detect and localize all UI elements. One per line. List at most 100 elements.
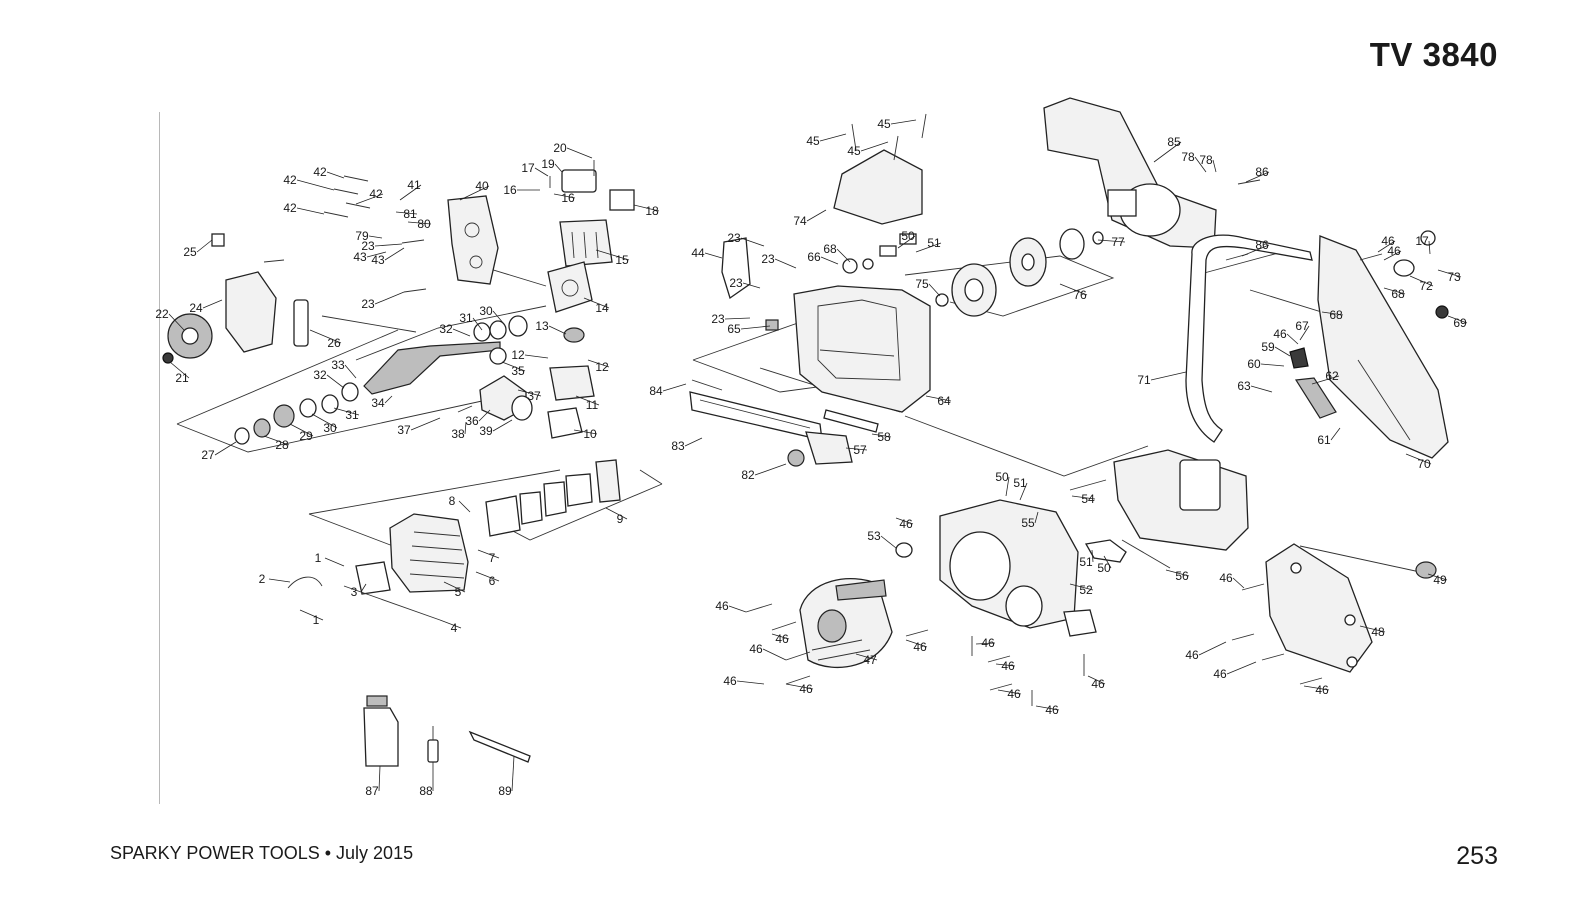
callout-label-c21: 21: [175, 371, 189, 385]
callout-label-c19: 19: [541, 157, 555, 171]
carburetor-group: [547, 169, 635, 439]
callout-leader-c37a: [517, 389, 542, 397]
callout-label-c37b: 37: [397, 423, 411, 437]
model-title: TV 3840: [1369, 36, 1498, 73]
callout-leader-c46k: [762, 648, 787, 661]
callout-label-c7: 7: [489, 551, 496, 565]
callout-leader-c83: [684, 437, 703, 447]
callout-leader-c8: [458, 500, 471, 513]
callout-leader-c46h: [1303, 685, 1330, 691]
callout-label-c12b: 12: [595, 360, 609, 374]
callout-leader-c46m: [785, 683, 814, 690]
callout-leader-c81: [395, 211, 418, 215]
callout-label-c38: 38: [451, 427, 465, 441]
callout-label-c10: 10: [583, 427, 597, 441]
screws-upper-left: [263, 160, 595, 293]
callout-leader-c48: [1359, 625, 1386, 633]
callout-label-c65: 65: [727, 322, 741, 336]
callout-leader-c42b: [296, 179, 335, 191]
callout-label-c2: 2: [259, 572, 266, 586]
callout-label-c53: 53: [867, 529, 881, 543]
callout-leader-c46p: [995, 663, 1016, 667]
callout-label-c44: 44: [691, 246, 705, 260]
callout-label-c36: 36: [465, 414, 479, 428]
callout-label-c1b: 1: [313, 613, 320, 627]
callout-label-c84: 84: [649, 384, 663, 398]
callout-label-c82: 82: [741, 468, 755, 482]
callout-leader-c7: [477, 549, 500, 559]
clutch-sprocket-group: [935, 228, 1104, 317]
callout-label-c14: 14: [595, 301, 609, 315]
callout-label-c46n: 46: [913, 640, 927, 654]
callout-label-c11: 11: [586, 398, 599, 412]
callout-leader-c6: [475, 571, 500, 582]
callout-label-c75: 75: [915, 277, 929, 291]
callout-leader-c68a: [836, 248, 851, 263]
callout-label-c47: 47: [863, 653, 877, 667]
callout-leader-c39: [492, 419, 513, 432]
callout-label-c4: 4: [451, 621, 458, 635]
callout-leader-c21: [169, 361, 190, 379]
callout-label-c46h: 46: [1315, 683, 1329, 697]
callout-leader-c42d: [296, 207, 325, 215]
assembly-guide-lines: [176, 251, 1421, 573]
callout-leader-c37b: [410, 417, 441, 431]
callout-leader-c59: [1274, 346, 1291, 357]
callout-leader-c31a: [472, 317, 483, 331]
callout-leader-c80: [407, 221, 432, 225]
callout-leader-c30b: [311, 413, 338, 429]
callout-label-c41: 41: [407, 178, 421, 192]
callout-leader-c1a: [324, 557, 345, 567]
callout-leader-c46n: [905, 639, 928, 648]
callout-leader-c20: [566, 147, 593, 159]
callout-label-c3: 3: [351, 585, 358, 599]
callout-label-c25: 25: [183, 245, 197, 259]
callout-label-c70: 70: [1417, 457, 1431, 471]
callout-leader-c61: [1330, 427, 1341, 441]
callout-leader-c87: [378, 765, 381, 792]
callout-leader-c50b: [1005, 476, 1010, 497]
callout-label-c29: 29: [299, 429, 313, 443]
callout-leader-c64: [925, 395, 952, 402]
callout-label-c56: 56: [1175, 569, 1189, 583]
callout-leader-c11: [575, 395, 600, 406]
callout-label-c48: 48: [1371, 625, 1385, 639]
callout-leader-c65: [740, 325, 771, 330]
callout-label-c23a: 23: [361, 239, 375, 253]
callout-label-c42d: 42: [283, 201, 297, 215]
callout-leader-c46o: [975, 642, 996, 645]
callout-leader-c57: [845, 447, 868, 451]
callout-leader-c67: [1299, 325, 1310, 341]
callout-leader-c33: [344, 364, 357, 379]
callout-label-c50a: 50: [901, 229, 915, 243]
callout-label-c46b: 46: [1387, 244, 1401, 258]
callout-leader-c23b: [374, 291, 405, 305]
callout-label-c46k: 46: [749, 642, 763, 656]
callout-leader-c14: [583, 297, 610, 309]
callout-label-c23g: 23: [711, 312, 725, 326]
callout-leader-c82: [754, 463, 787, 476]
callout-label-c45c: 45: [847, 144, 861, 158]
callout-label-c45b: 45: [877, 117, 891, 131]
callout-label-c40: 40: [475, 179, 489, 193]
callout-label-c8: 8: [449, 494, 456, 508]
callout-label-c18: 18: [645, 204, 659, 218]
callout-leader-c46r: [1087, 675, 1106, 685]
callout-label-c86b: 86: [1255, 238, 1269, 252]
callout-label-c28: 28: [275, 438, 289, 452]
callout-leader-c26: [309, 329, 342, 344]
callout-leader-c51b: [1019, 482, 1028, 501]
callout-leader-c19: [554, 163, 563, 173]
callout-leader-c27: [214, 441, 237, 456]
callout-label-c32a: 32: [439, 322, 453, 336]
callout-leader-c35: [501, 361, 526, 372]
callout-leader-c23d: [740, 237, 765, 247]
callout-leader-c74: [806, 209, 827, 222]
callout-leader-c36: [478, 409, 491, 422]
callout-label-c85: 85: [1167, 135, 1181, 149]
callout-leader-c1b: [299, 609, 324, 621]
callout-label-c46p: 46: [1001, 659, 1015, 673]
callout-label-c54: 54: [1081, 492, 1095, 506]
callout-label-c46l: 46: [723, 674, 737, 688]
